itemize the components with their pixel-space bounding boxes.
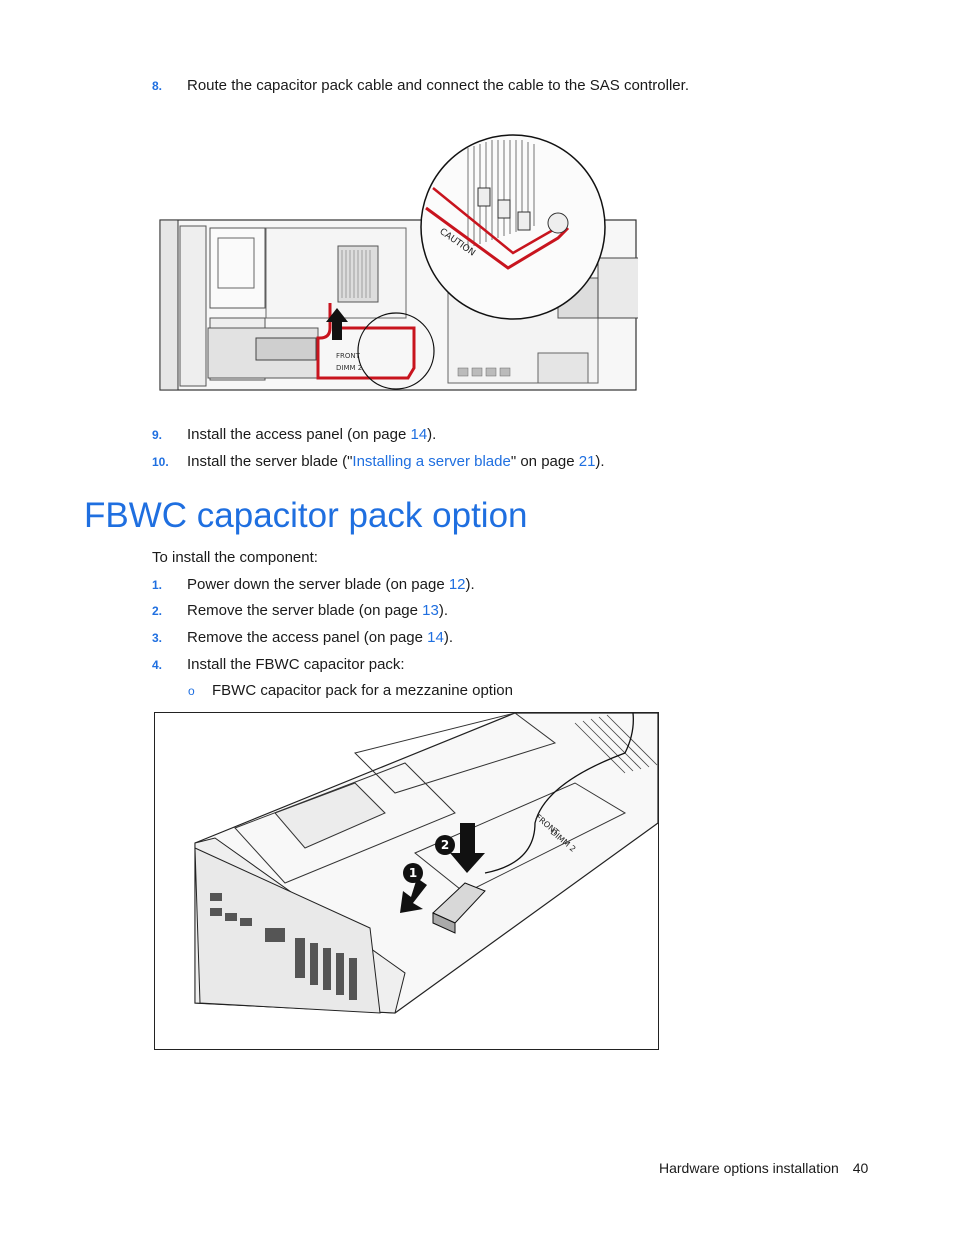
- page-link-12[interactable]: 12: [448, 576, 466, 593]
- figure-capacitor-install: 2 1 FRONT DIMM 2: [154, 712, 659, 1050]
- link-installing-server-blade[interactable]: Installing a server blade: [352, 453, 511, 470]
- footer-section-title: Hardware options installation: [659, 1160, 839, 1176]
- step-number: 1.: [152, 578, 163, 592]
- callout-1: 1: [409, 866, 417, 880]
- page-link-14[interactable]: 14: [410, 426, 428, 443]
- step-number: 2.: [152, 604, 163, 618]
- step-3: 3. Remove the access panel (on page 14).: [152, 629, 453, 647]
- step-text-mid: " on page: [510, 453, 579, 470]
- page-link-14[interactable]: 14: [427, 629, 444, 646]
- step-text-pre: Remove the server blade (on page: [187, 602, 423, 619]
- server-blade-topview-illustration: FRONT DIMM 2 CAUTION: [159, 134, 649, 391]
- step-text-pre: Remove the access panel (on page: [187, 629, 428, 646]
- front-label-fig1: FRONT: [336, 352, 361, 360]
- dimm-label-fig1: DIMM 2: [336, 364, 362, 372]
- page-link-21[interactable]: 21: [578, 453, 596, 470]
- step-number: 4.: [152, 658, 163, 672]
- step-text-post: ).: [465, 576, 475, 593]
- step-text-pre: Power down the server blade (on page: [187, 576, 449, 593]
- step-number: 3.: [152, 631, 163, 645]
- step-text: Route the capacitor pack cable and conne…: [187, 77, 689, 94]
- step-text: Install the server blade ("Installing a …: [187, 453, 605, 471]
- step-8: 8. Route the capacitor pack cable and co…: [152, 77, 689, 95]
- intro-text: To install the component:: [152, 549, 318, 566]
- step-text-post: ).: [427, 426, 437, 443]
- figure-cable-routing: FRONT DIMM 2 CAUTION: [158, 128, 649, 406]
- bullet-marker: o: [188, 684, 195, 698]
- step-10: 10. Install the server blade ("Installin…: [152, 453, 605, 471]
- section-heading: FBWC capacitor pack option: [84, 496, 528, 535]
- page-link-13[interactable]: 13: [422, 602, 439, 619]
- step-number: 10.: [152, 455, 169, 469]
- step-text-post: ).: [438, 602, 448, 619]
- bullet-text: FBWC capacitor pack for a mezzanine opti…: [212, 682, 513, 699]
- step-text: Install the access panel (on page 14).: [187, 426, 436, 444]
- step-text-pre: Install the access panel (on page: [187, 426, 411, 443]
- page-number: 40: [852, 1160, 869, 1176]
- step-text: Remove the access panel (on page 14).: [187, 629, 453, 647]
- step-text: Remove the server blade (on page 13).: [187, 602, 448, 620]
- step-text-post: ).: [595, 453, 605, 470]
- step-1: 1. Power down the server blade (on page …: [152, 576, 475, 594]
- step-text-post: ).: [443, 629, 454, 646]
- sub-bullet: o FBWC capacitor pack for a mezzanine op…: [188, 682, 513, 700]
- step-2: 2. Remove the server blade (on page 13).: [152, 602, 448, 620]
- step-text: Install the FBWC capacitor pack:: [187, 656, 405, 673]
- callout-2: 2: [441, 838, 449, 852]
- step-4: 4. Install the FBWC capacitor pack:: [152, 656, 405, 674]
- capacitor-install-illustration: 2 1 FRONT DIMM 2: [194, 712, 659, 1014]
- step-9: 9. Install the access panel (on page 14)…: [152, 426, 436, 444]
- step-text-pre: Install the server blade (": [187, 453, 353, 470]
- step-number: 9.: [152, 428, 163, 442]
- step-text: Power down the server blade (on page 12)…: [187, 576, 475, 594]
- page-footer: Hardware options installation 40: [659, 1159, 868, 1177]
- step-number: 8.: [152, 79, 163, 93]
